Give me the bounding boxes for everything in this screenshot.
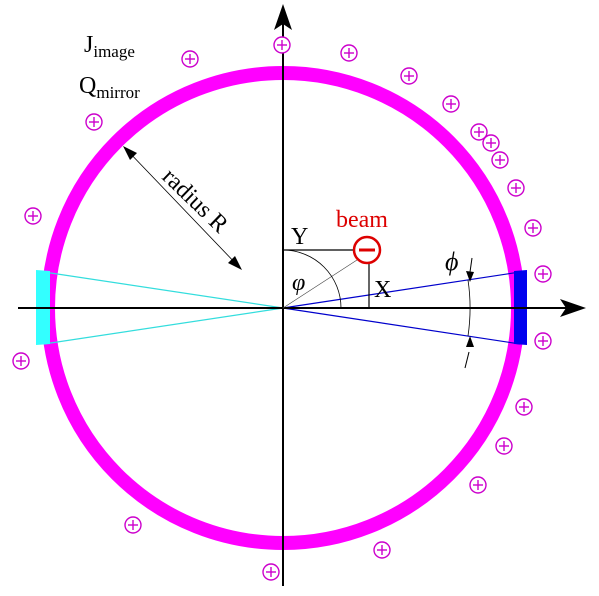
phi-upper-tick <box>469 257 473 273</box>
plus-charge-icon <box>534 332 552 350</box>
plus-charge-icon <box>515 398 533 416</box>
plus-charge-icon <box>470 123 488 141</box>
plus-charge-icon <box>273 36 291 54</box>
right-electrode-line-upper <box>282 271 521 309</box>
plus-charge-icon <box>262 563 280 581</box>
polar-angle-arc <box>282 249 342 309</box>
x-offset-label: X <box>374 277 391 303</box>
phi-lower-arrow-icon <box>466 336 474 347</box>
right-electrode-line-lower <box>282 307 521 345</box>
q-mirror-label: Qmirror <box>79 73 140 102</box>
beam-direction-line <box>282 259 358 309</box>
plus-charge-icon <box>12 352 30 370</box>
left-electrode-line-lower <box>43 307 284 345</box>
polar-angle-label: φ <box>292 270 305 296</box>
phi-lower-tick <box>464 351 470 369</box>
beam-minus-icon <box>352 235 382 265</box>
plus-charge-icon <box>491 151 509 169</box>
y-offset-label: Y <box>291 224 308 250</box>
plus-charge-icon <box>24 207 42 225</box>
plus-charge-icon <box>524 219 542 237</box>
radius-arrow-outer-icon <box>123 146 137 160</box>
j-image-label: Jimage <box>84 32 135 61</box>
radius-label: radius R <box>157 164 233 239</box>
plus-charge-icon <box>340 44 358 62</box>
plus-charge-icon <box>181 50 199 68</box>
beam-label: beam <box>336 207 388 233</box>
plus-charge-icon <box>85 113 103 131</box>
plus-charge-icon <box>495 437 513 455</box>
plus-charge-icon <box>469 476 487 494</box>
x-axis-arrow-icon <box>560 299 586 317</box>
mirror-charges <box>12 36 552 581</box>
electrode-angle-label: ϕ <box>445 247 458 276</box>
phi-upper-arrow-icon <box>466 271 474 282</box>
y-axis-arrow-icon <box>274 4 292 30</box>
left-electrode-line-upper <box>43 271 284 309</box>
phi-arc <box>467 279 471 337</box>
plus-charge-icon <box>482 134 500 152</box>
plus-charge-icon <box>442 95 460 113</box>
plus-charge-icon <box>400 67 418 85</box>
plus-charge-icon <box>373 541 391 559</box>
plus-charge-icon <box>534 265 552 283</box>
plus-charge-icon <box>507 179 525 197</box>
radius-dimension-line <box>124 147 241 269</box>
plus-charge-icon <box>124 516 142 534</box>
radius-arrow-inner-icon <box>228 256 242 270</box>
